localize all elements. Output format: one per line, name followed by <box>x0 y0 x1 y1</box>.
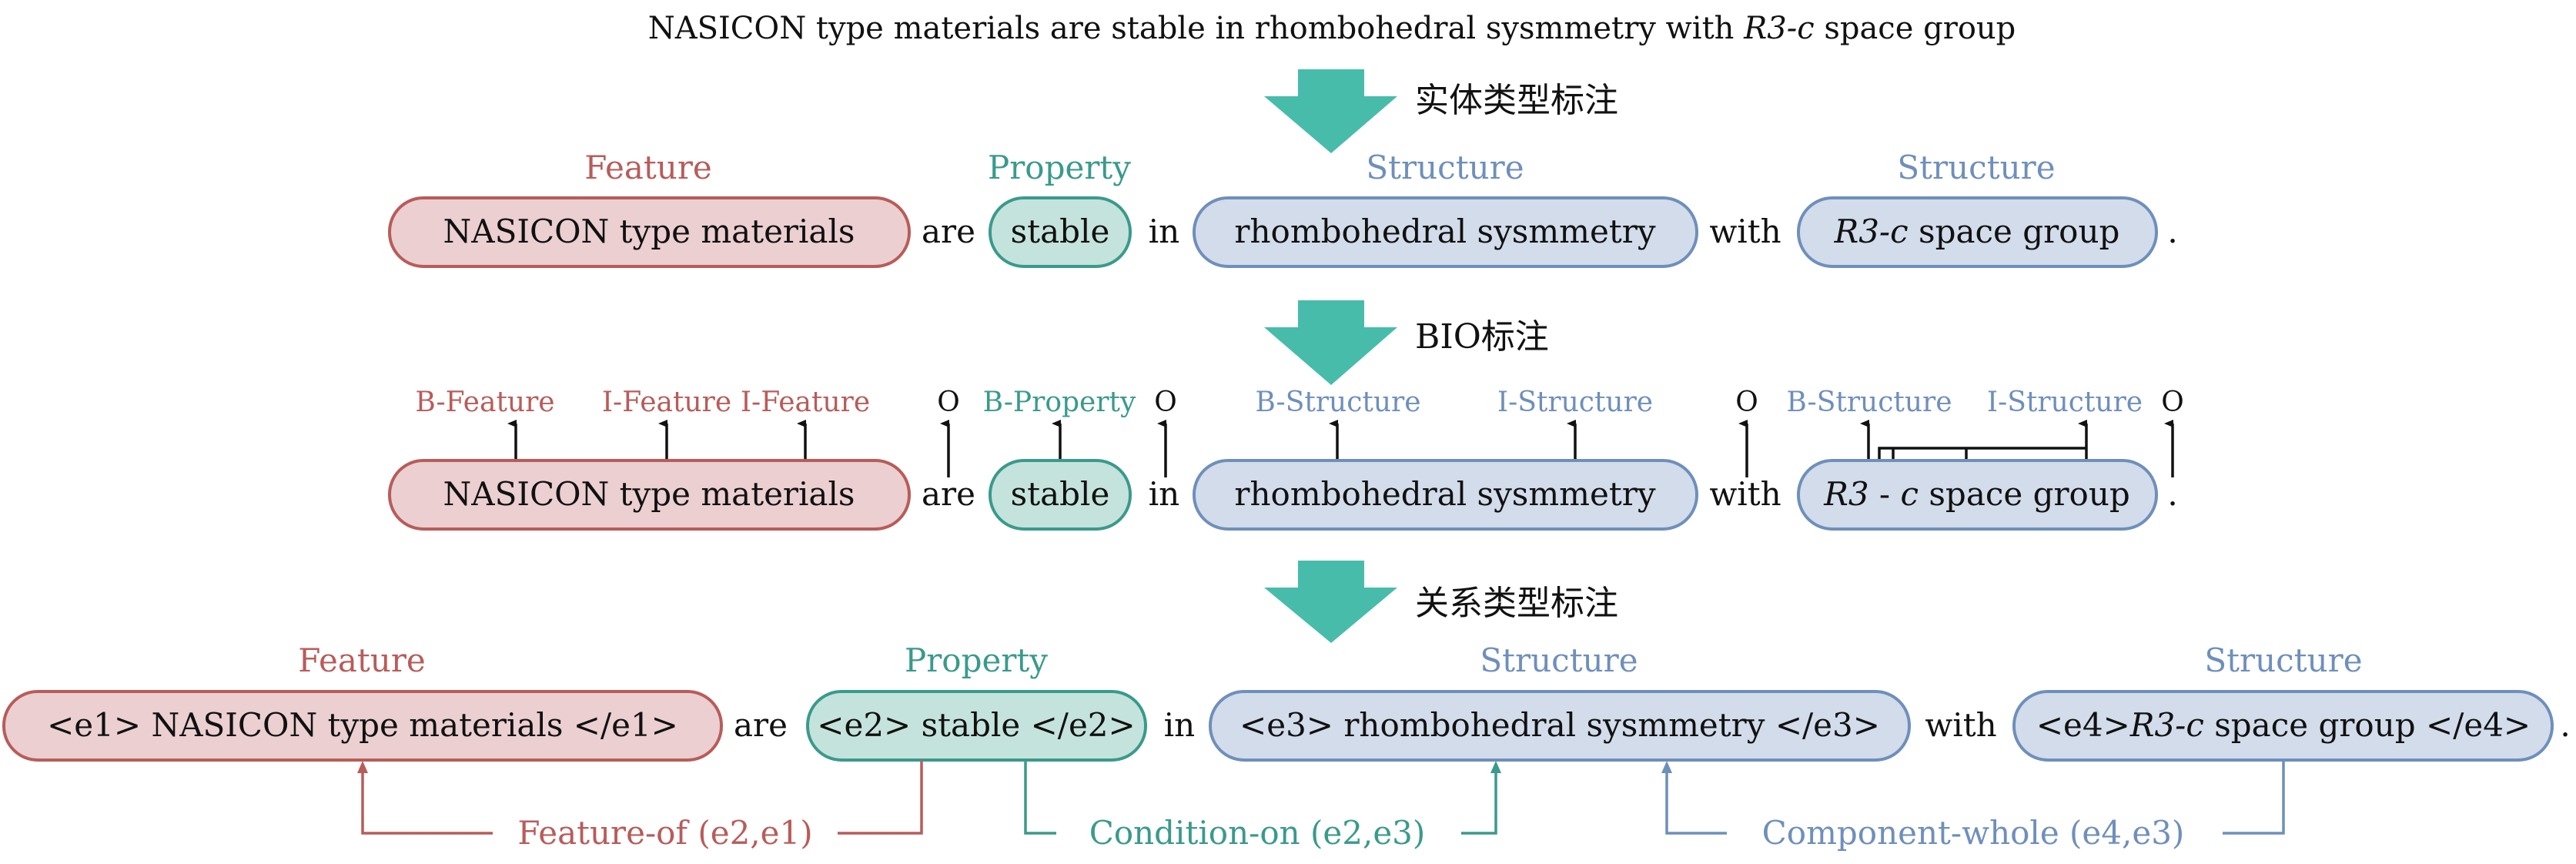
relation-label: Component-whole (e4,e3) <box>1762 814 2185 852</box>
entity-box-structure <box>1797 459 2158 531</box>
entity-box-property <box>989 196 1132 268</box>
entity-text: rhombohedral sysmmetry <box>1234 475 1655 513</box>
relation-arrowhead-icon <box>1490 761 1501 773</box>
entity-type-label: Structure <box>2204 641 2362 679</box>
entity-text: rhombohedral sysmmetry <box>1234 213 1655 250</box>
relation-connector <box>1665 761 2285 835</box>
entity-text: R3-c space group <box>1834 213 2120 250</box>
bio-tag: O <box>937 387 960 418</box>
bio-tag: B-Structure <box>1786 387 1952 418</box>
entity-text: <e1> NASICON type materials </e1> <box>47 706 678 744</box>
relation-label: Condition-on (e2,e3) <box>1089 814 1426 852</box>
entity-type-label: Property <box>988 149 1131 186</box>
entity-text: <e3> rhombohedral sysmmetry </e3> <box>1239 706 1880 744</box>
entity-type-row: Feature Property Structure Structure NAS… <box>388 149 2178 268</box>
bio-tag: O <box>1735 387 1758 418</box>
step-label: 实体类型标注 <box>1415 81 1618 120</box>
entity-type-label: Feature <box>298 641 426 679</box>
entity-text: stable <box>1011 475 1110 513</box>
entity-type-label: Property <box>905 641 1048 679</box>
entity-type-label: Structure <box>1897 149 2055 186</box>
step-relation-typing: 关系类型标注 <box>1264 561 1618 643</box>
entity-box-structure <box>1797 196 2158 268</box>
bio-tag: I-Structure <box>1497 387 1653 418</box>
connector-word: in <box>1149 475 1179 513</box>
connector-word: in <box>1149 213 1179 250</box>
entity-text: R3 - c space group <box>1823 475 2130 513</box>
bio-tag: B-Feature <box>415 387 554 418</box>
entity-box-feature <box>2 690 723 762</box>
down-arrow-icon <box>1264 561 1397 643</box>
bio-tag: O <box>1154 387 1177 418</box>
relation-component-whole: Component-whole (e4,e3) <box>1661 761 2285 852</box>
entity-text: <e4>R3-c space group </e4> <box>2036 706 2531 744</box>
step-entity-typing: 实体类型标注 <box>1264 69 1618 153</box>
connector-word: are <box>922 213 975 250</box>
connector-word: in <box>1164 706 1195 744</box>
period: . <box>2560 706 2570 744</box>
step-label: 关系类型标注 <box>1415 584 1618 623</box>
entity-box-feature <box>388 196 911 268</box>
entity-box-structure <box>1209 690 1911 762</box>
bio-row: B-Feature I-Feature I-Feature O B-Proper… <box>388 387 2184 531</box>
bio-tag: I-Structure <box>1987 387 2143 418</box>
bio-tag: O <box>2161 387 2184 418</box>
relation-row: Feature Property Structure Structure <e1… <box>2 641 2571 852</box>
relation-label: Feature-of (e2,e1) <box>517 814 812 852</box>
bio-tag: I-Feature <box>741 387 870 418</box>
bio-tag: B-Property <box>983 387 1136 418</box>
entity-type-label: Structure <box>1480 641 1638 679</box>
relation-condition-on: Condition-on (e2,e3) <box>1024 761 1501 852</box>
connector-word: are <box>922 475 975 513</box>
entity-text: <e2> stable </e2> <box>817 706 1135 744</box>
entity-box-property <box>806 690 1147 762</box>
bio-tag: I-Feature <box>602 387 731 418</box>
step-bio-tagging: BIO标注 <box>1264 300 1549 385</box>
entity-text: NASICON type materials <box>443 213 855 250</box>
relation-arrowhead-icon <box>357 761 368 773</box>
entity-box-structure <box>1193 196 1698 268</box>
relation-arrowhead-icon <box>1661 761 1672 773</box>
step-label: BIO标注 <box>1415 317 1549 357</box>
entity-text: NASICON type materials <box>443 475 855 513</box>
entity-box-structure <box>1193 459 1698 531</box>
connector-word: are <box>734 706 788 744</box>
relation-feature-of: Feature-of (e2,e1) <box>357 761 923 852</box>
connector-word: with <box>1709 213 1781 250</box>
down-arrow-icon <box>1264 69 1397 153</box>
period: . <box>2167 475 2177 513</box>
relation-connector <box>361 761 923 835</box>
entity-type-label: Structure <box>1366 149 1524 186</box>
entity-box-feature <box>388 459 911 531</box>
connector-word: with <box>1925 706 1996 744</box>
bio-tag: B-Structure <box>1255 387 1420 418</box>
source-sentence: NASICON type materials are stable in rho… <box>648 11 2016 46</box>
connector-word: with <box>1709 475 1781 513</box>
entity-box-property <box>989 459 1132 531</box>
entity-box-structure <box>2012 690 2554 762</box>
period: . <box>2167 213 2177 250</box>
relation-connector <box>1024 761 1497 835</box>
down-arrow-icon <box>1264 300 1397 385</box>
entity-text: stable <box>1011 213 1110 250</box>
entity-type-label: Feature <box>584 149 712 186</box>
